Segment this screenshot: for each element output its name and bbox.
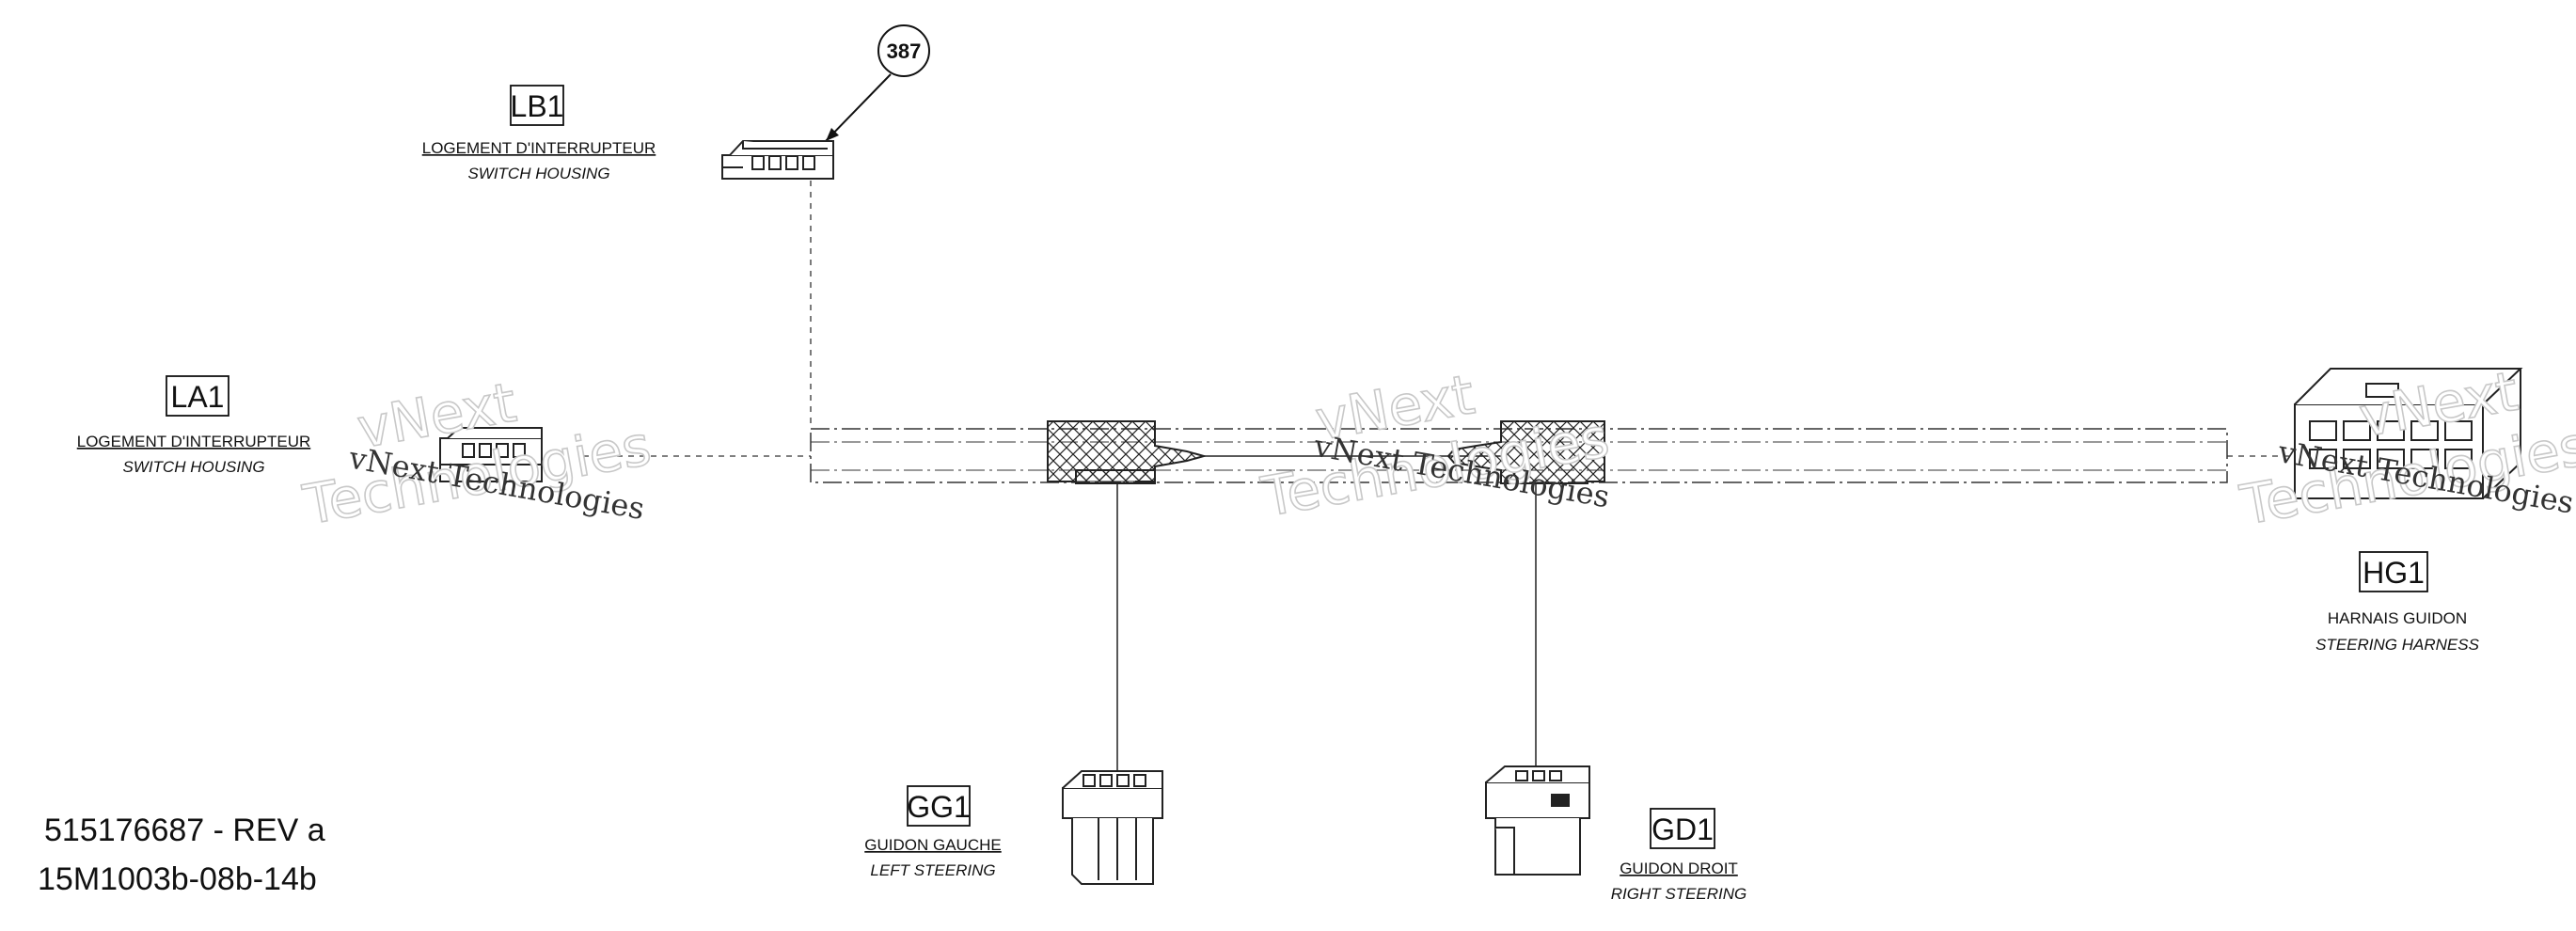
label-en-la1: SWITCH HOUSING xyxy=(122,458,264,476)
reference-block: 515176687 - REV a 15M1003b-08b-14b xyxy=(38,813,325,897)
label-lb1: LB1 LOGEMENT D'INTERRUPTEUR SWITCH HOUSI… xyxy=(422,85,656,182)
label-fr-la1: LOGEMENT D'INTERRUPTEUR xyxy=(77,433,311,450)
drawing-code: 15M1003b-08b-14b xyxy=(38,861,317,897)
label-fr-gd1: GUIDON DROIT xyxy=(1620,860,1738,877)
watermark-right: vNext Technologies vNext Technologies xyxy=(2235,358,2576,538)
label-en-gg1: LEFT STEERING xyxy=(870,861,995,879)
callout-balloon: 387 xyxy=(825,24,930,142)
label-en-gd1: RIGHT STEERING xyxy=(1611,885,1747,903)
label-hg1: HG1 HARNAIS GUIDON STEERING HARNESS xyxy=(2315,551,2480,654)
label-fr-gg1: GUIDON GAUCHE xyxy=(864,836,1001,854)
watermark-left: vNext Technologies vNext Technologies xyxy=(297,370,656,538)
code-la1: LA1 xyxy=(171,380,225,414)
label-en-lb1: SWITCH HOUSING xyxy=(467,165,609,182)
code-lb1: LB1 xyxy=(511,89,564,123)
label-fr-hg1: HARNAIS GUIDON xyxy=(2328,609,2467,627)
balloon-number: 387 xyxy=(887,39,922,63)
code-gg1: GG1 xyxy=(907,790,971,824)
label-gg1: GG1 GUIDON GAUCHE LEFT STEERING xyxy=(864,785,1002,879)
code-hg1: HG1 xyxy=(2363,556,2425,590)
connector-gd1-drawing xyxy=(1485,765,1590,876)
connector-gg1-drawing xyxy=(1062,770,1163,885)
label-en-hg1: STEERING HARNESS xyxy=(2315,636,2479,654)
watermark-center: vNext Technologies vNext Technologies xyxy=(1256,361,1614,529)
label-gd1: GD1 GUIDON DROIT RIGHT STEERING xyxy=(1611,808,1747,903)
code-gd1: GD1 xyxy=(1651,813,1714,846)
part-revision: 515176687 - REV a xyxy=(44,813,325,848)
splice-right xyxy=(1446,420,1605,484)
connector-lb1-drawing xyxy=(721,140,834,180)
connector-la1-drawing xyxy=(439,427,543,482)
label-fr-lb1: LOGEMENT D'INTERRUPTEUR xyxy=(422,139,656,157)
connector-hg1-drawing xyxy=(2294,368,2523,499)
splice-left-tab xyxy=(1075,469,1156,484)
label-la1: LA1 LOGEMENT D'INTERRUPTEUR SWITCH HOUSI… xyxy=(77,375,311,476)
